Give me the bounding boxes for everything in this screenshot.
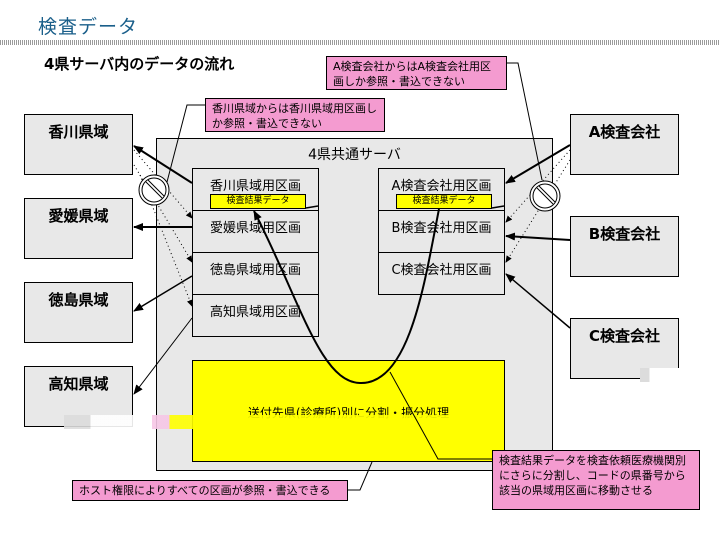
company-box-a: A検査会社 — [570, 114, 679, 175]
flow-curve — [253, 208, 440, 385]
no-entry-icon — [529, 180, 561, 212]
image-artifact — [640, 368, 720, 382]
prefecture-label: 香川県域 — [48, 123, 109, 141]
image-artifact — [64, 415, 504, 429]
partition-kochi: 高知県域用区画 — [192, 294, 319, 337]
partition-label: A検査会社用区画 — [391, 179, 492, 194]
blocked-arrow — [505, 159, 571, 263]
partition-label: 徳島県域用区画 — [209, 263, 301, 278]
partition-label: 愛媛県域用区画 — [209, 221, 301, 236]
prefecture-label: 徳島県域 — [48, 291, 109, 309]
callout-host-access: ホスト権限によりすべての区画が参照・書込できる — [72, 480, 348, 501]
no-entry-icon — [138, 174, 170, 206]
partition-label: B検査会社用区画 — [391, 221, 492, 236]
partition-company-c: C検査会社用区画 — [378, 252, 505, 295]
callout-company-restriction: A検査会社からはA検査会社用区画しか参照・書込できない — [326, 56, 507, 90]
blocked-arrow — [133, 164, 193, 263]
arrow-kochi — [133, 317, 193, 395]
leader-company-callout — [507, 62, 543, 181]
page-title: 検査データ — [38, 16, 139, 38]
leader-host-callout — [348, 461, 373, 491]
company-label: A検査会社 — [588, 123, 661, 141]
diagram-subtitle: 4県サーバ内のデータの流れ — [44, 55, 235, 73]
arrow-company-b — [505, 232, 571, 241]
shared-server-label: 4県共通サーバ — [308, 147, 401, 163]
partition-tokushima: 徳島県域用区画 — [192, 252, 319, 295]
arrow-company-a — [505, 144, 571, 184]
arrow-tokushima — [133, 275, 193, 312]
prefecture-label: 愛媛県域 — [48, 207, 109, 225]
arrow-company-c — [505, 273, 571, 329]
leader-pref-callout — [166, 104, 205, 183]
callout-prefecture-restriction: 香川県域からは香川県域用区画しか参照・書込できない — [205, 98, 385, 132]
partition-label: C検査会社用区画 — [391, 263, 492, 278]
partition-label: 香川県域用区画 — [209, 179, 301, 194]
result-data-tag-kagawa: 検査結果データ — [210, 194, 306, 209]
company-label: B検査会社 — [588, 225, 661, 243]
result-data-tag-company-a: 検査結果データ — [396, 194, 492, 209]
prefecture-box-tokushima: 徳島県域 — [24, 282, 133, 343]
company-box-b: B検査会社 — [570, 216, 679, 277]
distribution-process-box: 送付先県(診療所)別に分割・振分処理 — [192, 360, 505, 462]
prefecture-box-ehime: 愛媛県域 — [24, 198, 133, 259]
partition-company-b: B検査会社用区画 — [378, 210, 505, 253]
arrow-kagawa — [133, 145, 193, 184]
title-separator — [0, 40, 720, 45]
callout-distribution: 検査結果データを検査依頼医療機関別にさらに分割し、コードの県番号から該当の県域用… — [492, 450, 700, 510]
leader-distribution-callout — [389, 371, 492, 460]
prefecture-label: 高知県域 — [48, 375, 109, 393]
partition-label: 高知県域用区画 — [209, 305, 301, 320]
prefecture-box-kagawa: 香川県域 — [24, 114, 133, 175]
company-label: C検査会社 — [588, 327, 660, 345]
company-box-c: C検査会社 — [570, 318, 679, 379]
